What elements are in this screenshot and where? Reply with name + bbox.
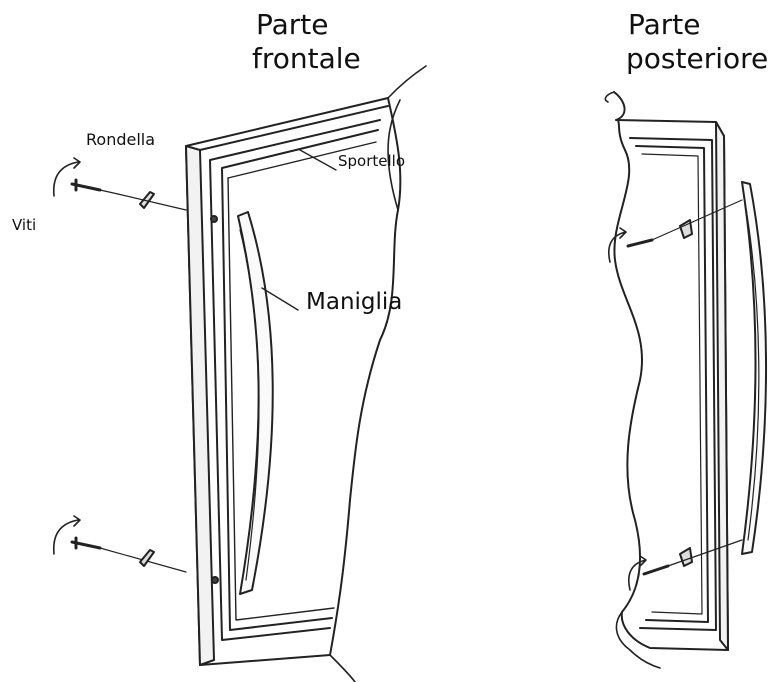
front-cut-line (387, 65, 427, 211)
back-title-line1: Parte (628, 8, 701, 41)
door-leader-line (299, 149, 337, 171)
screw-rotation-arrow-back-bottom (628, 555, 647, 591)
handle-label: Maniglia (306, 289, 403, 315)
screw-top-back (626, 238, 654, 248)
handle-leader-line (261, 287, 299, 311)
back-door-inner-panel (629, 137, 717, 631)
screws-label: Viti (12, 216, 37, 234)
back-cut-line (604, 91, 661, 669)
back-title-line2: posteriore (626, 42, 769, 75)
front-title-line2: frontale (252, 42, 361, 75)
front-door (185, 65, 427, 682)
front-hardware-top (53, 157, 187, 211)
front-hardware-bottom (53, 515, 187, 573)
washer-bottom-front (139, 549, 155, 567)
front-door-inner-panel (209, 119, 381, 641)
washer-bottom-back (679, 547, 693, 567)
back-hardware-top (608, 199, 743, 263)
back-hardware-bottom (628, 539, 743, 591)
screw-top-front (70, 178, 102, 192)
front-mount-hole-bottom (211, 576, 219, 584)
back-door-frame (613, 91, 729, 651)
screw-rotation-arrow-back-top (608, 227, 627, 263)
screw-rotation-arrow-bottom (53, 515, 81, 555)
screw-bottom-front (70, 536, 102, 550)
front-title-line1: Parte (256, 8, 329, 41)
front-door-edge (185, 145, 215, 666)
front-door-frame (185, 97, 402, 666)
washer-label: Rondella (86, 130, 156, 149)
screw-bottom-back (642, 564, 670, 576)
washer-top-front (139, 191, 155, 209)
washer-top-back (679, 219, 693, 239)
door-label: Sportello (338, 152, 406, 170)
front-mount-hole-top (210, 215, 218, 223)
back-door (604, 91, 767, 669)
back-handle (741, 181, 767, 555)
screw-rotation-arrow-top (53, 157, 81, 197)
